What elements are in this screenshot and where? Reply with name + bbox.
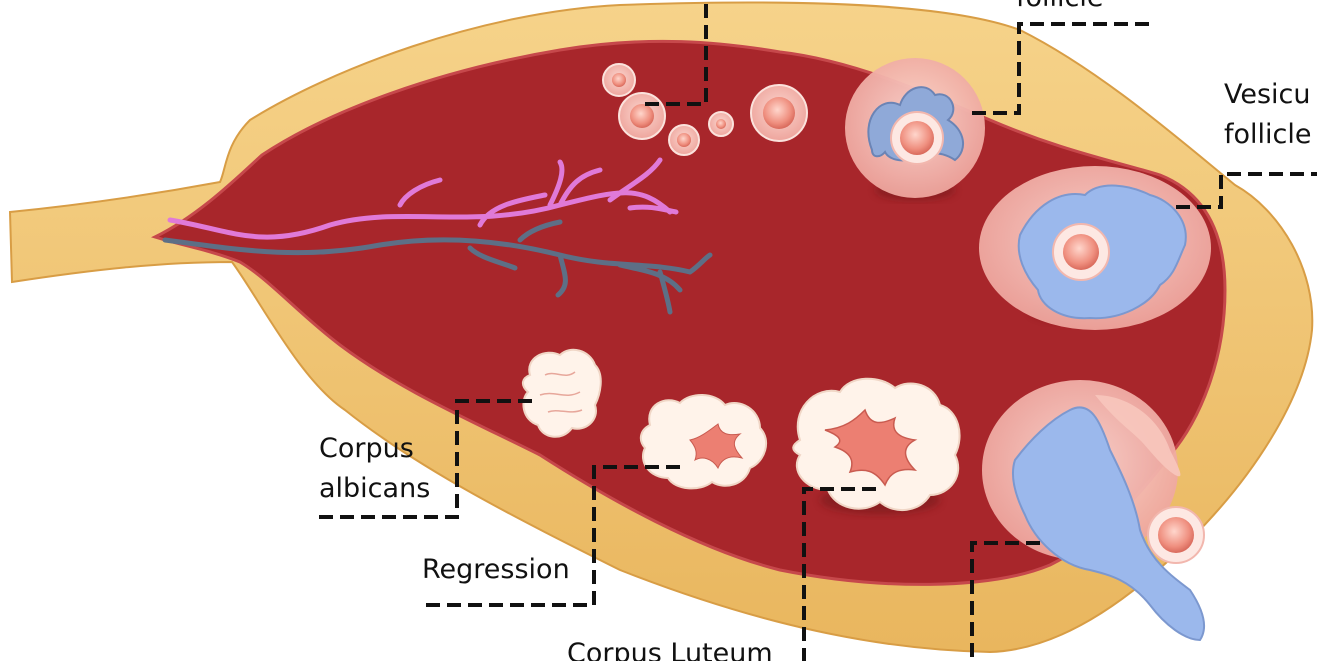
artery-vessel	[167, 157, 679, 240]
label-primary-follicle: follicle	[1016, 0, 1104, 18]
label-corpus-luteum: Corpus Luteum	[567, 638, 773, 661]
leader-vesicular	[1176, 172, 1317, 209]
follicle-wall-fragment	[1095, 395, 1181, 477]
corpus-albicans-body	[522, 348, 602, 438]
primordial-follicles	[602, 63, 808, 156]
label-vesicular-follicle-line2: follicle	[1224, 119, 1312, 150]
leader-corpus-luteum	[802, 487, 876, 661]
label-vesicular-follicle-line1: Vesicu	[1224, 79, 1311, 110]
vesicular-follicle	[979, 166, 1211, 330]
leader-corpus-albicans	[314, 399, 532, 519]
leader-primordial	[645, 0, 708, 106]
primary-follicle	[630, 104, 654, 128]
label-corpus-albicans-line1: Corpus	[319, 433, 414, 464]
primary-follicle	[763, 97, 795, 129]
ovulating-follicle	[982, 380, 1206, 642]
released-ovum-core	[1158, 517, 1194, 553]
primordial-follicle	[716, 119, 726, 129]
leader-ovulation	[970, 541, 1040, 661]
leader-lines	[314, 0, 1317, 661]
corpus-luteum-body	[792, 377, 961, 514]
leader-regression	[422, 465, 680, 607]
secondary-follicle	[845, 58, 985, 200]
vein-vessel	[162, 219, 713, 315]
regressing-corpus-luteum	[639, 394, 768, 490]
blood-vessels	[162, 157, 713, 315]
label-corpus-albicans-line2: albicans	[319, 473, 431, 504]
antrum-shape	[1012, 406, 1206, 642]
primordial-follicle	[677, 133, 691, 147]
leader-secondary	[972, 22, 1150, 115]
primordial-follicle	[612, 73, 626, 87]
label-regression: Regression	[422, 554, 570, 585]
